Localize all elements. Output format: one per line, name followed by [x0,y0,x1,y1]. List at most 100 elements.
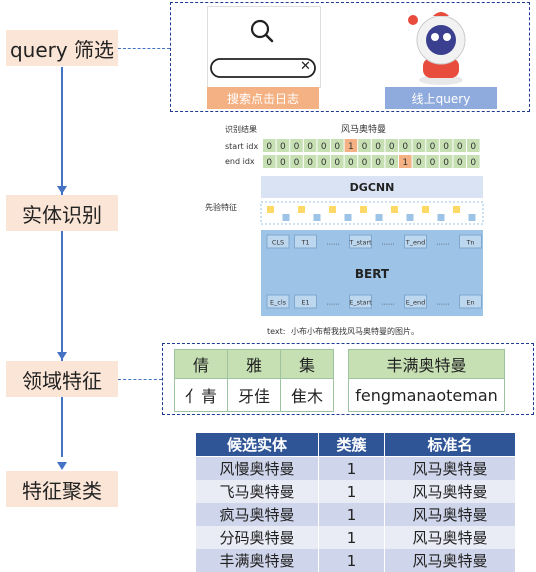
idx-cell [412,155,426,168]
candidate-cell: 疯马奥特曼 [195,503,319,526]
candidate-cell: 风慢奥特曼 [195,456,319,480]
token-label: T1 [300,239,309,247]
standard-name-header: 标准名 [384,432,516,457]
idx-value: 0 [307,142,313,152]
stage-domain-features: 领域特征 [6,361,118,397]
token-box [266,294,290,309]
prior-feature-cell [422,206,429,213]
idx-cell [453,139,466,152]
idx-value: 0 [294,142,300,152]
idx-value: 0 [362,158,368,168]
prior-feature-cell [375,214,383,221]
idx-value: 0 [443,158,449,168]
text-label: text: [267,327,285,336]
prior-feature-cell [391,206,398,213]
idx-cell [453,155,466,168]
prior-feature-cell [344,214,352,221]
idx-cell [371,155,385,168]
idx-cell [467,139,480,152]
token-box [294,294,317,309]
idx-cell [303,155,317,168]
prior-feature-cell [453,206,460,213]
idx-cell [276,139,290,152]
idx-cell [344,155,358,168]
online-query-caption: 线上query [385,87,497,109]
idx-value: 1 [402,158,408,168]
idx-cell [344,139,358,152]
prior-feature-cell [267,206,274,213]
char-header: 倩 [174,349,228,379]
idx-value: 1 [348,142,354,152]
idx-value: 0 [375,142,381,152]
idx-value: 0 [334,158,340,168]
result-label: 识别结果 [225,124,257,134]
idx-cell [399,139,412,152]
stage-feature-clustering: 特征聚类 [6,471,118,507]
cluster-header: 类簇 [318,432,385,457]
idx-cell [303,139,317,152]
token-label: …… [327,239,340,247]
glyph-feature-table: 倩雅集 亻青牙佳隹木 [174,349,334,412]
glyph-cell: 亻青 [174,378,228,412]
token-label: …… [437,299,450,307]
query-panel [170,2,530,112]
idx-value: 0 [280,142,286,152]
prior-feature-cell [468,214,476,221]
idx-value: 0 [430,142,436,152]
idx-cell [276,155,290,168]
candidate-header: 候选实体 [195,432,319,457]
token-label: Tn [465,239,474,247]
idx-value: 0 [348,158,354,168]
idx-value: 0 [470,142,476,152]
idx-value: 0 [334,142,340,152]
token-label: T_end [405,239,425,247]
candidate-cell: 分码奥特曼 [195,526,319,549]
prior-feature-cell [298,206,305,213]
idx-value: 0 [266,158,272,168]
idx-value: 0 [389,158,395,168]
idx-value: 0 [470,158,476,168]
standard-name-cell: 风马奥特曼 [384,456,516,480]
prior-feature-cell [329,206,336,213]
idx-cell [399,155,412,168]
search-icon [210,19,316,78]
cluster-cell: 1 [318,526,385,549]
idx-cell [331,139,344,152]
token-box [349,234,372,249]
standard-name-cell: 风马奥特曼 [384,549,516,572]
char-header: 雅 [227,349,281,379]
prior-feature-cell [360,206,367,213]
idx-cell [263,155,276,168]
idx-value: 0 [321,142,327,152]
search-log-caption: 搜索点击日志 [207,87,319,109]
token-label: …… [327,299,340,307]
idx-cell [385,139,398,152]
idx-value: 0 [280,158,286,168]
idx-value: 0 [430,158,436,168]
token-box [404,234,427,249]
pinyin-feature-table: 丰满奥特曼 fengmanaoteman [348,349,505,412]
idx-cell [426,155,439,168]
token-label: …… [382,239,395,247]
idx-cell [439,155,453,168]
idx-value: 0 [307,158,313,168]
idx-cell [263,139,276,152]
token-label: En [466,299,474,307]
candidate-cell: 飞马奥特曼 [195,480,319,503]
idx-value: 0 [362,142,368,152]
token-box [459,234,482,249]
token-label: …… [382,299,395,307]
pipeline-connector [61,67,63,457]
token-label: E1 [301,299,309,307]
glyph-cell: 牙佳 [227,378,281,412]
idx-value: 0 [402,142,408,152]
idx-cell [331,155,344,168]
token-box [349,294,372,309]
end-idx-label: end idx [225,157,255,166]
idx-value: 0 [266,142,272,152]
